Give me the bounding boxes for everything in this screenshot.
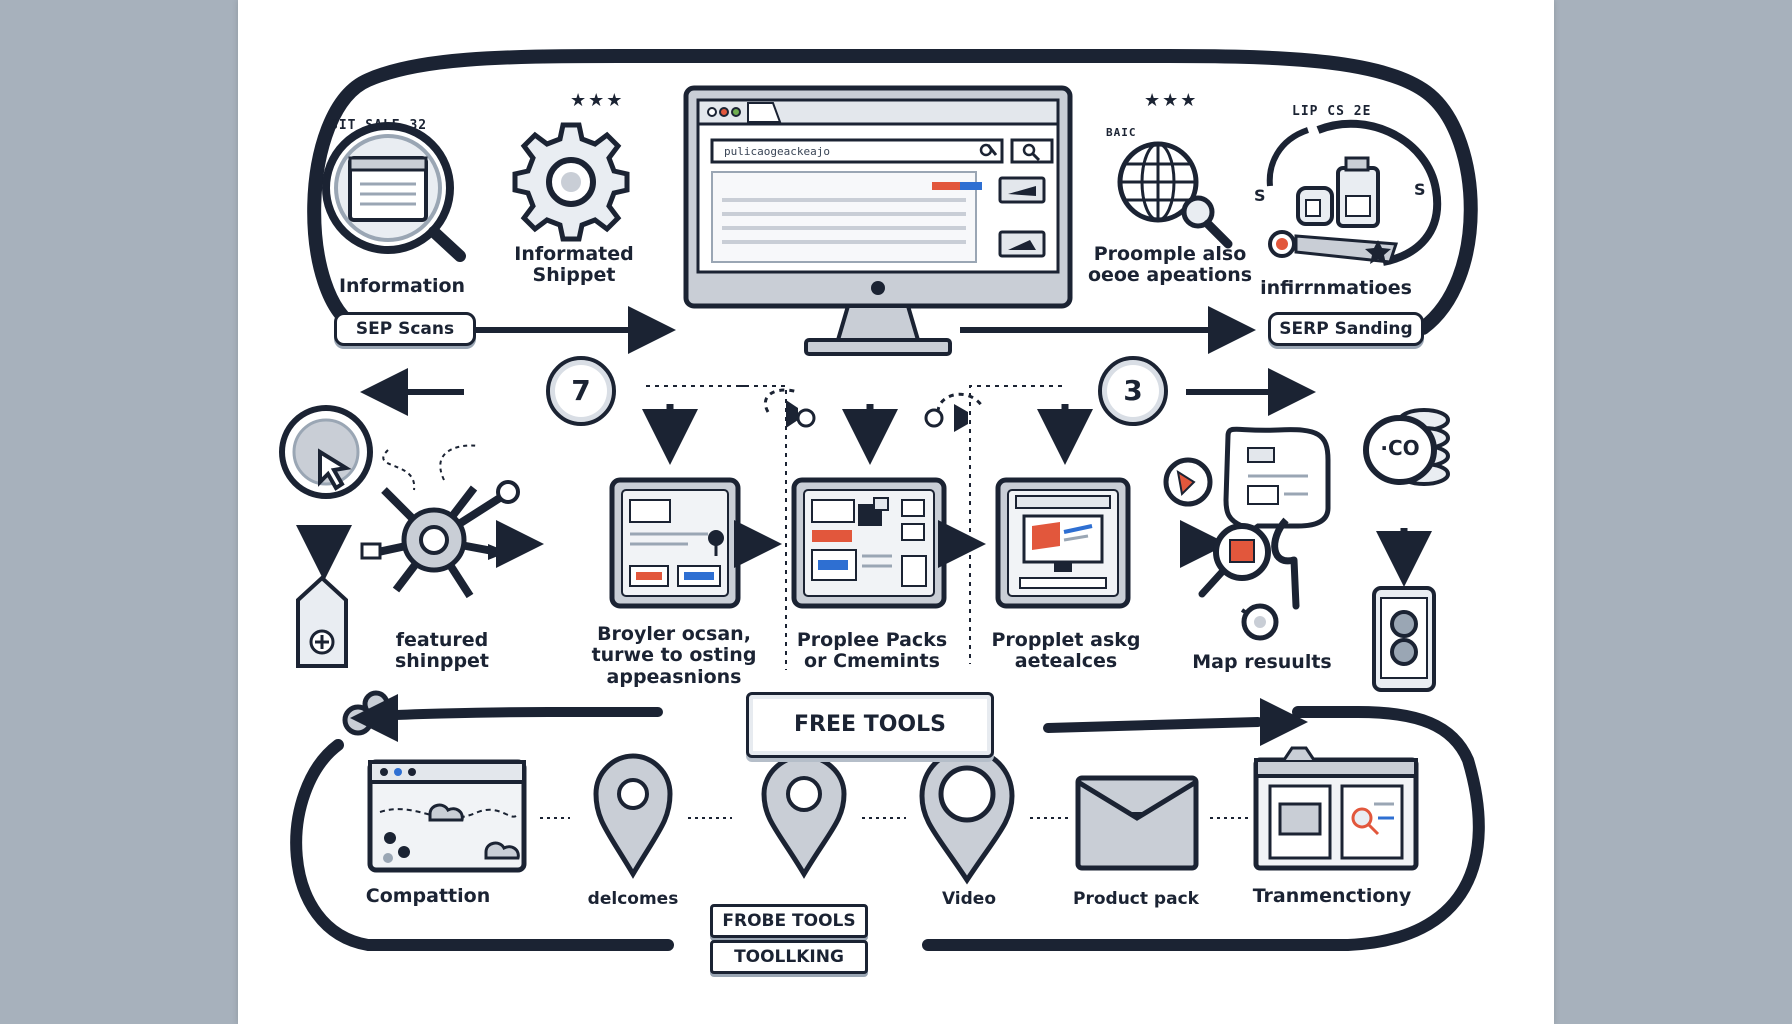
location-pin-icon xyxy=(593,753,673,879)
step-number-right: 3 xyxy=(1098,356,1168,426)
label-map-results: Map resuults xyxy=(1192,651,1332,673)
label-proplee-packs: Proplee Packs or Cmemints xyxy=(796,629,948,673)
browser-map-icon xyxy=(367,759,527,873)
co-badge-text: ·CO xyxy=(1380,436,1420,460)
side-letter-left: S xyxy=(1254,186,1266,205)
stars-rating-left: ★★★ xyxy=(570,90,625,111)
jar-arc-icon xyxy=(1266,119,1442,266)
store-page-icon xyxy=(1253,746,1419,871)
diagram-graphics xyxy=(279,49,1485,951)
side-letter-right: S xyxy=(1414,180,1426,199)
free-tools-button[interactable]: FREE TOOLS xyxy=(746,692,994,758)
stars-rating-right: ★★★ xyxy=(1144,90,1199,111)
browser-address-bar: pulicaogeackeajo xyxy=(724,145,830,158)
label-propplet-askg: Propplet askg aetealces xyxy=(991,629,1141,673)
bottom-loop-frame xyxy=(290,739,674,951)
tag-toollking: TOOLLKING xyxy=(710,940,868,974)
label-tranmenctiony: Tranmenctiony xyxy=(1252,885,1412,907)
video-pin-icon xyxy=(919,747,1015,885)
home-icon xyxy=(296,575,348,668)
corner-caption-right: LIP CS 2E xyxy=(1292,104,1372,119)
gears-small-icon xyxy=(342,690,390,736)
mobile-phone-icon xyxy=(1372,586,1436,692)
top-loop-frame xyxy=(307,49,1478,335)
label-informated-snippet: Informated Shippet xyxy=(514,243,634,287)
network-hub-icon xyxy=(360,449,520,599)
card-broyler-scan xyxy=(609,477,741,609)
label-information: Information xyxy=(338,275,466,297)
label-compattion: Compattion xyxy=(365,885,491,907)
label-product-pack: Product pack xyxy=(1073,889,1199,909)
small-tag-caption: BAIC xyxy=(1106,126,1137,139)
magnifier-browser-icon xyxy=(322,122,466,262)
label-delcomes: delcomes xyxy=(587,889,679,909)
corner-caption-left: SIT SALE 32 xyxy=(330,118,428,133)
diagram-canvas: SIT SALE 32 LIP CS 2E BAIC ★★★ ★★★ S S p… xyxy=(238,0,1554,1024)
coins-icon xyxy=(1363,408,1450,486)
cursor-circle-icon xyxy=(279,405,373,499)
globe-magnifier-icon xyxy=(1117,141,1233,249)
label-infirmations: infirrnmatioes xyxy=(1260,277,1412,299)
gear-icon xyxy=(512,122,630,242)
tag-frobe-tools: FROBE TOOLS xyxy=(710,904,868,938)
label-featured-snippet: featured shinppet xyxy=(394,629,490,673)
badge-sep-scans: SEP Scans xyxy=(334,312,476,346)
badge-serp-sanding: SERP Sanding xyxy=(1268,312,1424,346)
label-video: Video xyxy=(941,889,997,909)
monitor-browser-icon xyxy=(683,85,1073,356)
label-people-also: Proomple also oeoe apeations xyxy=(1087,243,1253,287)
card-propplet-askg xyxy=(995,477,1131,609)
card-proplee-packs xyxy=(791,477,947,609)
step-number-left: 7 xyxy=(546,356,616,426)
label-broyler-scan: Broyler ocsan, turwe to osting appeasnio… xyxy=(591,623,757,688)
envelope-icon xyxy=(1075,775,1199,871)
map-results-icon xyxy=(1163,426,1331,641)
location-pin-icon-2 xyxy=(761,753,847,879)
